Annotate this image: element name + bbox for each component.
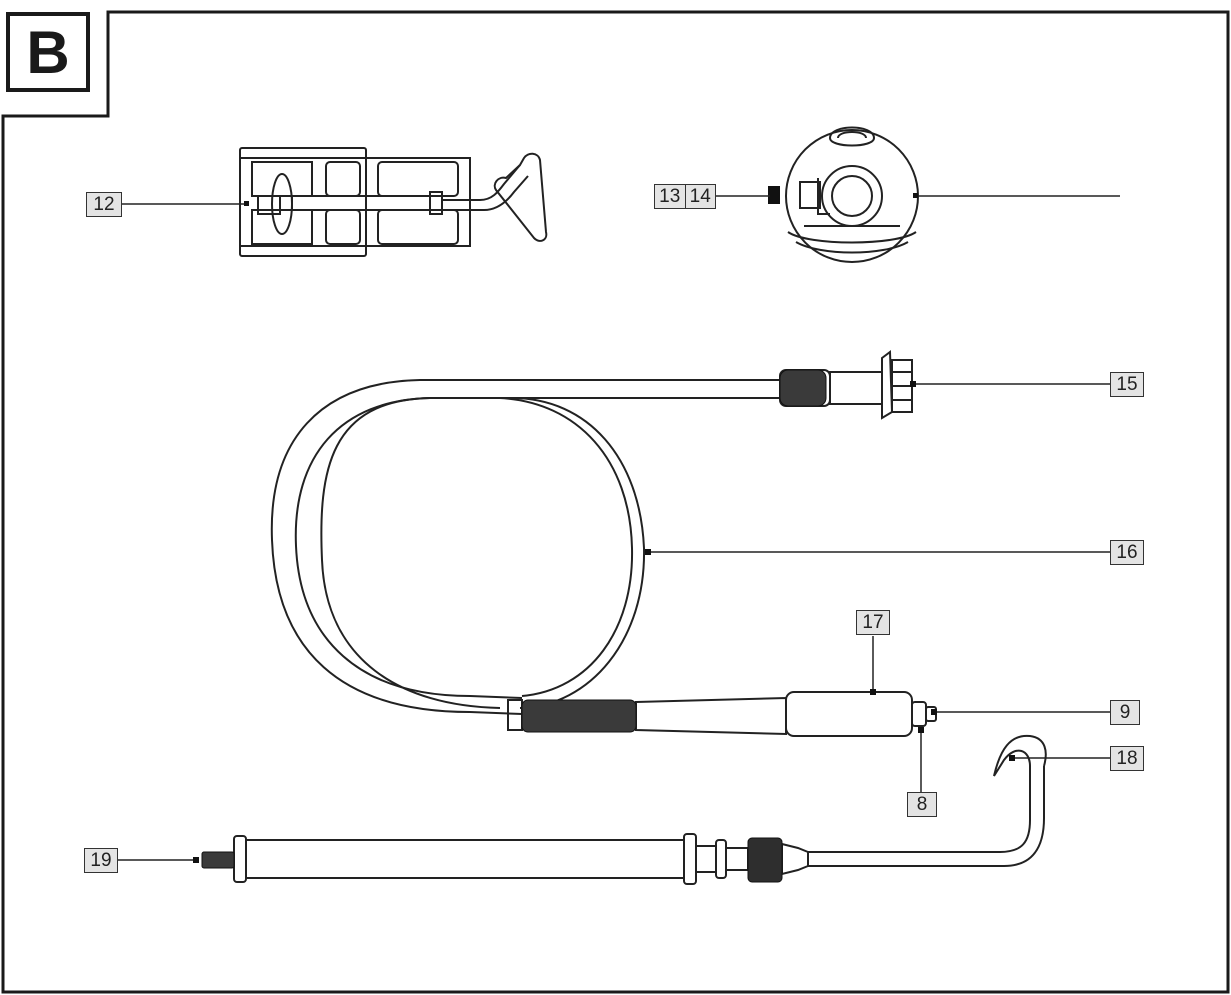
hose-grip-upper bbox=[779, 369, 827, 407]
callout-16: 16 bbox=[1110, 540, 1144, 565]
callout-19: 19 bbox=[84, 848, 118, 873]
knob-13-14 bbox=[768, 186, 780, 204]
callout-14-label: 14 bbox=[684, 185, 716, 208]
callout-17-label: 17 bbox=[862, 611, 884, 633]
callout-18: 18 bbox=[1110, 746, 1144, 771]
section-letter-badge: B bbox=[6, 12, 90, 92]
callout-8-label: 8 bbox=[916, 793, 928, 815]
callout-16-label: 16 bbox=[1116, 541, 1138, 563]
lance-thread bbox=[201, 851, 235, 869]
round-connector-drawing bbox=[785, 126, 919, 263]
callout-12-label: 12 bbox=[93, 193, 115, 215]
hose-grip-lower bbox=[521, 699, 637, 733]
lance-knurled-nut bbox=[747, 837, 783, 883]
nozzle-holder-drawing bbox=[239, 147, 548, 257]
callout-15-label: 15 bbox=[1116, 373, 1138, 395]
callout-13-14: 13 14 bbox=[654, 184, 716, 209]
callout-9-label: 9 bbox=[1119, 701, 1131, 723]
callout-15: 15 bbox=[1110, 372, 1144, 397]
callout-18-label: 18 bbox=[1116, 747, 1138, 769]
callout-9: 9 bbox=[1110, 700, 1140, 725]
coiled-hose-drawing bbox=[270, 350, 937, 737]
figure-border bbox=[1, 10, 1230, 994]
callout-17: 17 bbox=[856, 610, 890, 635]
callout-12: 12 bbox=[86, 192, 122, 217]
callout-13-label: 13 bbox=[659, 185, 681, 207]
callout-19-label: 19 bbox=[90, 849, 112, 871]
callout-8: 8 bbox=[907, 792, 937, 817]
